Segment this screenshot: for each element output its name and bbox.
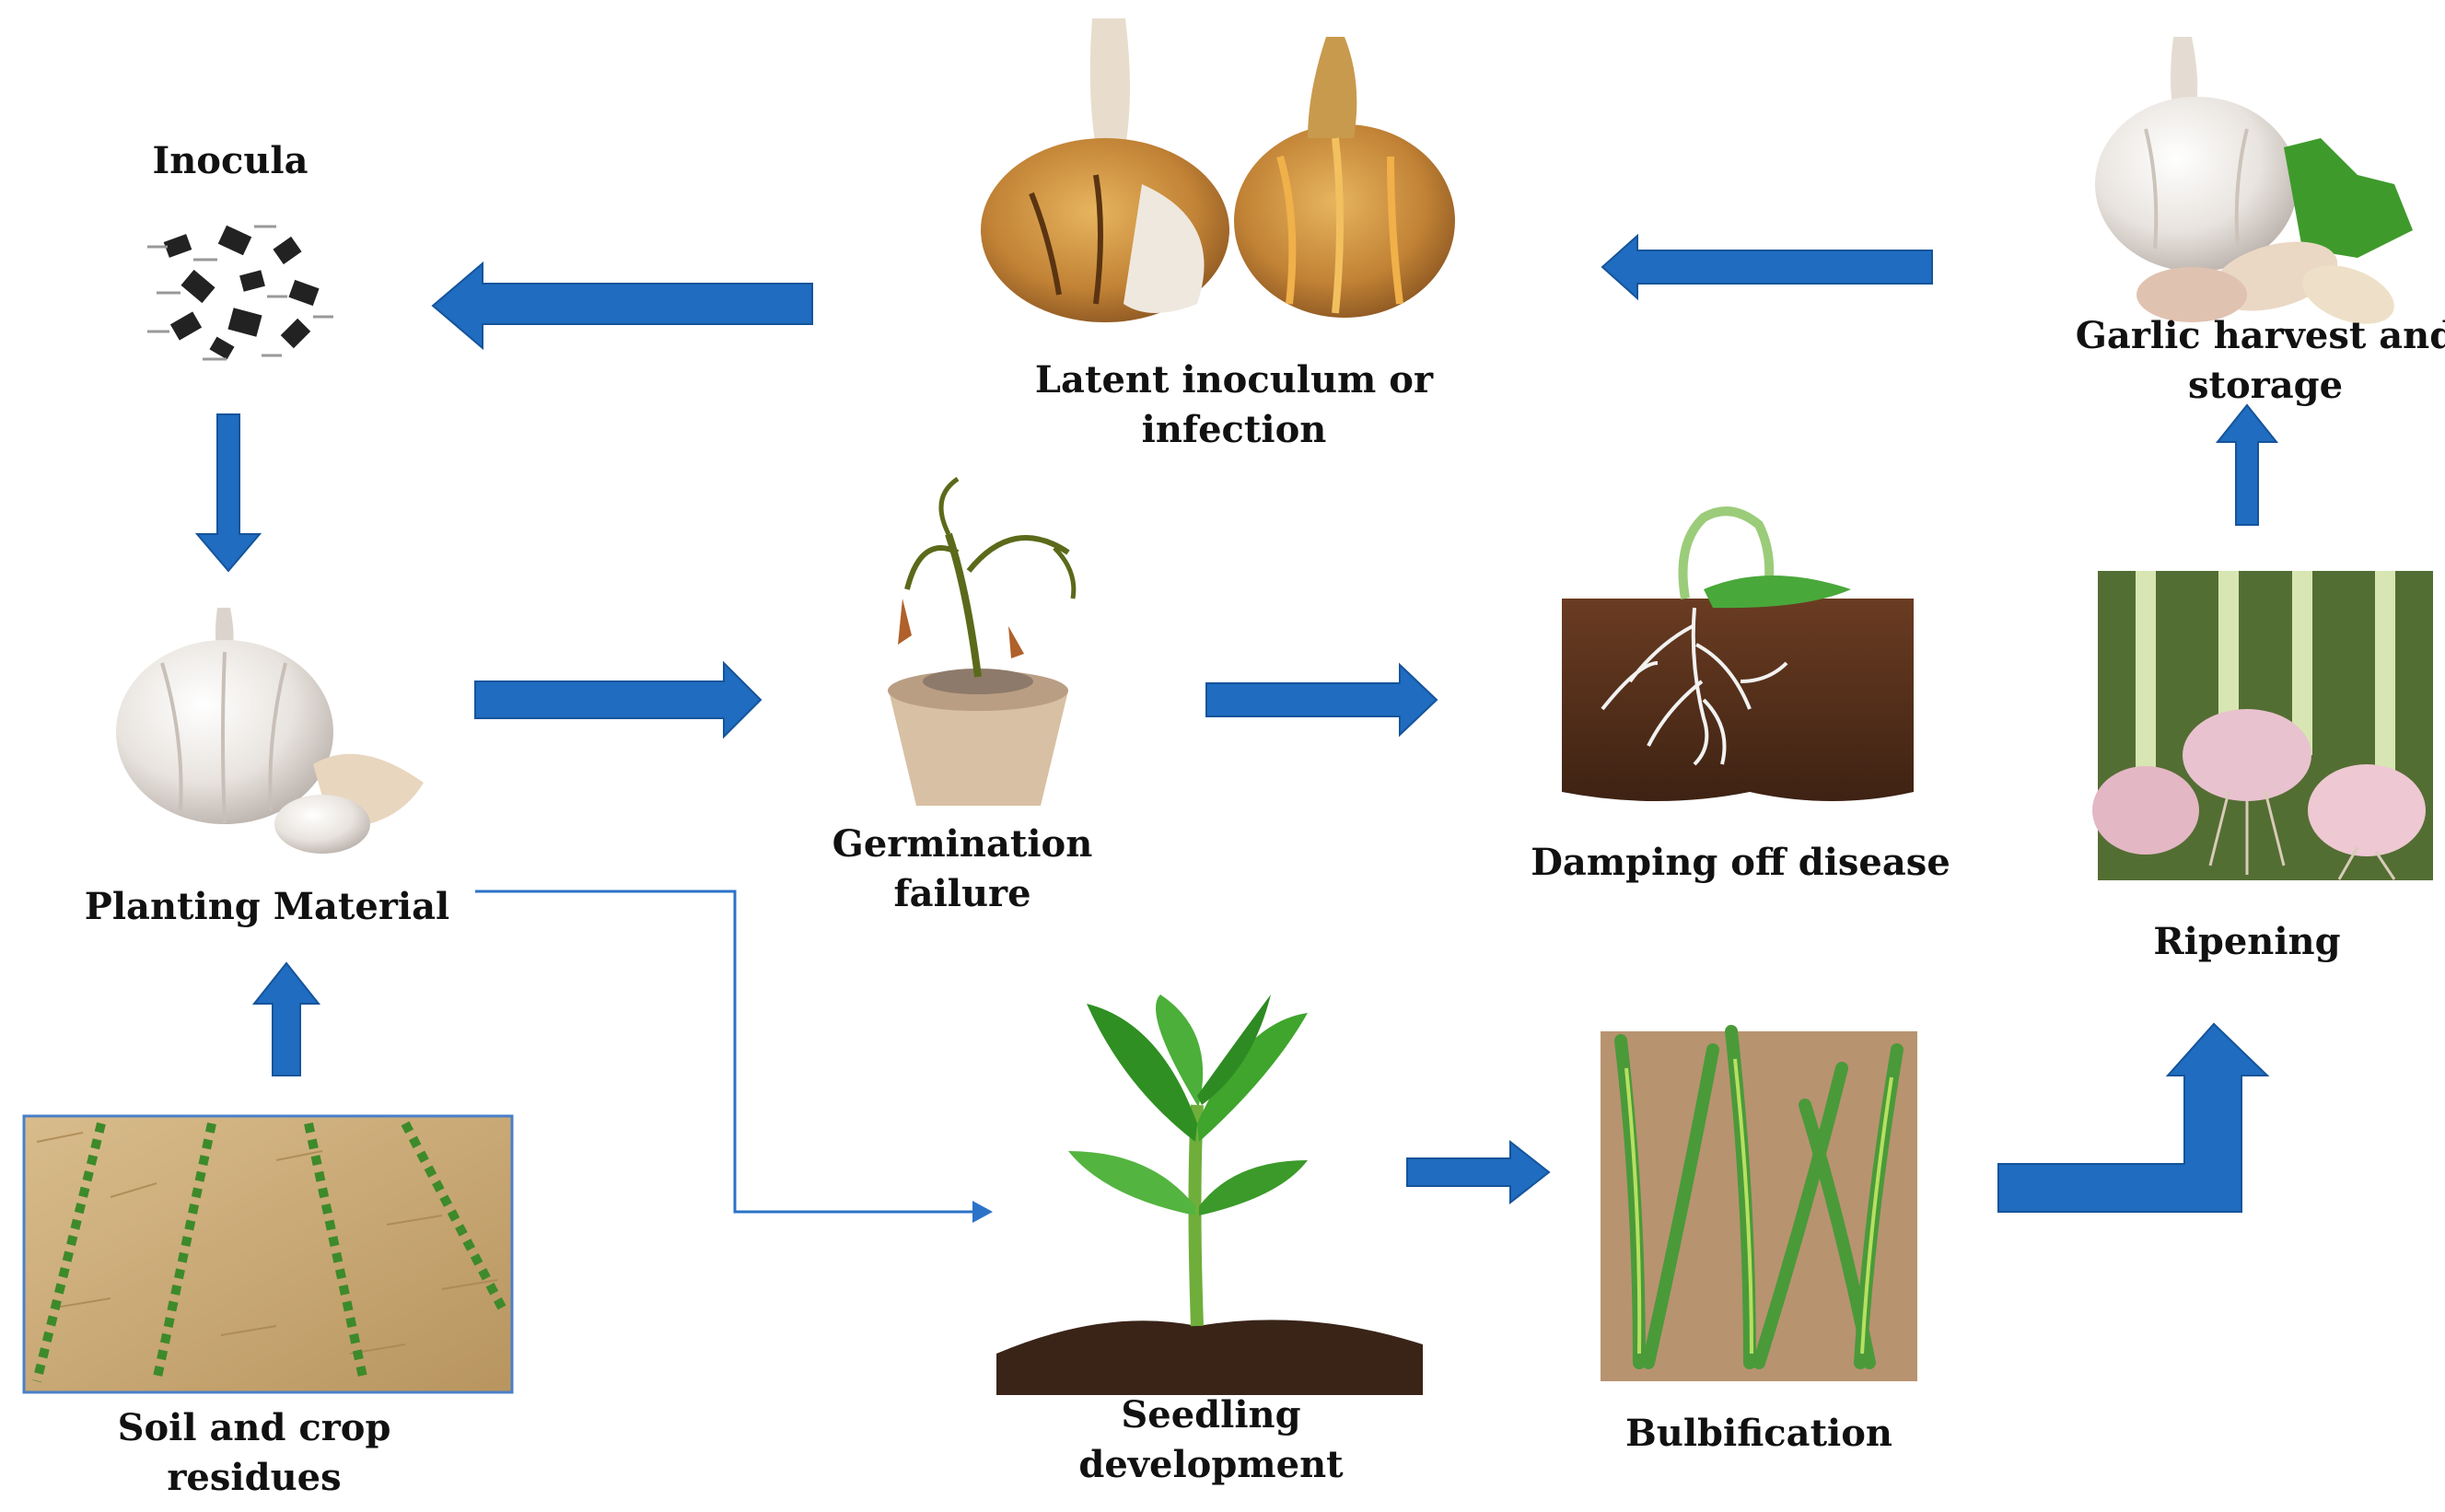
label-inocula: Inocula [152,139,309,182]
arrow-latent-to-inocula [431,261,813,351]
arrow-ripening-to-harvest [2215,403,2279,526]
rotten-garlic-icon [981,18,1455,322]
arrow-soil-to-planting [251,961,321,1076]
arrow-planting-to-germination [474,660,763,739]
label-latent-inoculum: Latent inoculum or infection [1034,358,1434,451]
arrow-seedling-to-bulbification [1406,1139,1551,1205]
field-rows-icon [22,1114,514,1394]
arrow-germination-to-damping [1205,662,1438,738]
ripe-garlic-icon [2092,571,2433,880]
label-planting-material: Planting Material [84,885,450,928]
connector-planting-to-seedling [475,890,993,1223]
label-seedling-development: Seedling development [1078,1393,1344,1486]
garlic-leaves-icon [1601,1025,1917,1381]
label-damping-off: Damping off disease [1531,841,1950,884]
seedling-icon [996,994,1423,1395]
label-garlic-harvest: Garlic harvest and storage [2075,314,2445,407]
damped-seedling-icon [1562,506,1914,801]
garlic-bulb-icon [116,608,424,854]
spore-cluster-icon [147,225,333,361]
label-germination-failure: Germination failure [832,822,1093,915]
arrow-bulbification-to-ripening [1997,1022,2270,1213]
label-bulbification: Bulbification [1624,1412,1893,1455]
wilted-pot-plant-icon [888,476,1077,806]
arrow-inocula-to-planting [194,413,262,573]
arrow-harvest-to-latent [1601,233,1933,301]
harvested-garlic-icon [2095,37,2413,324]
label-ripening: Ripening [2153,920,2341,963]
label-soil-residues: Soil and crop residues [117,1406,391,1499]
